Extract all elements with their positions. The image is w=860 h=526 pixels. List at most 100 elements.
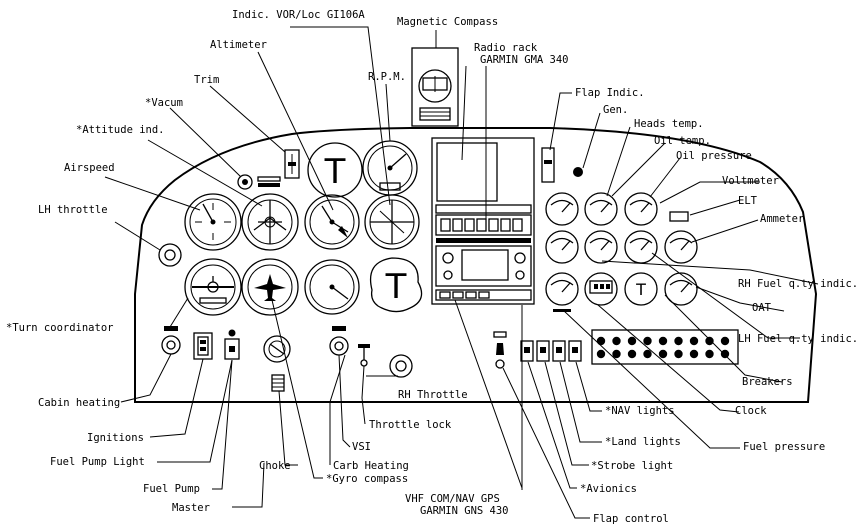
label-trim: Trim [194, 74, 219, 86]
breaker-button [612, 349, 621, 359]
label-oil-pressure: Oil pressure [676, 150, 752, 162]
label-vor-loc: Indic. VOR/Loc GI106A [232, 9, 365, 21]
master-switch [263, 335, 291, 363]
attitude-indicator [241, 193, 299, 251]
breaker-button [674, 336, 683, 346]
label-rh-throttle: RH Throttle [398, 389, 468, 401]
breaker-button [674, 349, 683, 359]
label-nav-lights: *NAV lights [605, 405, 675, 417]
label-avionics: *Avionics [580, 483, 637, 495]
breaker-button [627, 349, 637, 359]
rh-fuel-gauge [664, 272, 698, 306]
label-vsi: VSI [352, 441, 371, 453]
labels: Indic. VOR/Loc GI106A Magnetic Compass A… [6, 9, 858, 525]
breaker-button [627, 336, 637, 346]
label-vacum: *Vacum [145, 97, 183, 109]
lh-throttle-knob [158, 243, 182, 267]
ignition-switches [193, 332, 213, 360]
breaker-button [596, 349, 606, 359]
breaker-button [705, 349, 714, 359]
rh-throttle-knob [389, 354, 413, 378]
label-carb-heating: Carb Heating [333, 460, 409, 472]
circuit-breakers [591, 329, 739, 365]
label-radio-rack-model: GARMIN GMA 340 [480, 54, 569, 66]
svg-text:T: T [324, 152, 346, 192]
clock-gauge [584, 272, 618, 306]
label-attitude: *Attitude ind. [76, 124, 165, 136]
flap-control-switch [493, 331, 507, 369]
fuel-pump-light [228, 329, 236, 337]
label-voltmeter: Voltmeter [722, 175, 779, 187]
label-magnetic-compass: Magnetic Compass [397, 16, 498, 28]
gauge-r1-1 [545, 192, 579, 226]
blank-gauge-top: T [307, 142, 363, 198]
engine-gauges: T [545, 192, 698, 312]
panel-outline [134, 127, 818, 403]
light-switches [520, 340, 582, 362]
label-throttle-lock: Throttle lock [369, 419, 452, 431]
label-oil-temp: Oil temp. [654, 135, 711, 147]
svg-text:T: T [635, 280, 646, 299]
label-radio-rack: Radio rack [474, 42, 538, 54]
label-flap-control: Flap control [593, 513, 669, 525]
oat-gauge: T [624, 272, 658, 306]
ammeter-gauge [664, 230, 698, 264]
label-gen: Gen. [603, 104, 628, 116]
gyro-compass [241, 258, 299, 316]
vor-loc-indicator [364, 194, 420, 250]
lh-fuel-gauge [545, 272, 579, 312]
flap-indicator [541, 147, 555, 183]
breaker-button [643, 349, 652, 359]
fuel-pump-switch [224, 338, 240, 360]
label-flap-indic: Flap Indic. [575, 87, 645, 99]
label-gyro-compass: *Gyro compass [326, 473, 408, 485]
radio-rack [431, 137, 535, 305]
breaker-button [720, 336, 730, 346]
breaker-button [689, 336, 699, 346]
label-strobe-light: *Strobe light [591, 460, 673, 472]
magnetic-compass [411, 47, 459, 127]
breaker-frame [591, 329, 739, 365]
label-elt: ELT [738, 195, 758, 207]
breaker-button [658, 349, 668, 359]
label-ammeter: Ammeter [760, 213, 804, 225]
vacuum-gauge [237, 174, 281, 190]
breaker-button [720, 349, 730, 359]
rpm-gauge [362, 140, 418, 196]
altimeter [304, 194, 360, 250]
label-airspeed: Airspeed [64, 162, 115, 174]
label-altimeter: Altimeter [210, 39, 267, 51]
throttle-lock [358, 344, 370, 367]
label-gps: VHF COM/NAV GPS [405, 493, 500, 505]
breaker-button [612, 336, 621, 346]
label-choke: Choke [259, 460, 291, 472]
trim-indicator [284, 149, 300, 179]
label-fuel-pressure: Fuel pressure [743, 441, 825, 453]
label-lh-fuel: LH Fuel q.ty indic. [738, 333, 858, 345]
label-master: Master [172, 502, 210, 514]
label-turn-coordinator: *Turn coordinator [6, 322, 113, 334]
carb-heating-knob [329, 326, 349, 356]
svg-text:T: T [385, 267, 407, 307]
breaker-button [689, 349, 699, 359]
gauge-r2-1 [545, 230, 579, 264]
cabin-heating-knob [161, 326, 181, 355]
label-clock: Clock [735, 405, 767, 417]
label-ignitions: Ignitions [87, 432, 144, 444]
airspeed-indicator [184, 193, 242, 251]
label-oat: OAT [752, 302, 772, 314]
heads-temp-gauge [584, 192, 618, 226]
label-gps-model: GARMIN GNS 430 [420, 505, 509, 517]
breaker-button [596, 336, 606, 346]
breaker-button [658, 336, 668, 346]
leader-lines [104, 26, 819, 519]
gauge-r2-3 [624, 230, 658, 264]
label-land-lights: *Land lights [605, 436, 681, 448]
label-rpm: R.P.M. [368, 71, 406, 83]
oil-temp-gauge [624, 192, 658, 226]
label-heads-temp: Heads temp. [634, 118, 704, 130]
label-cabin-heating: Cabin heating [38, 397, 120, 409]
breaker-button [643, 336, 652, 346]
turn-coordinator [184, 258, 242, 316]
